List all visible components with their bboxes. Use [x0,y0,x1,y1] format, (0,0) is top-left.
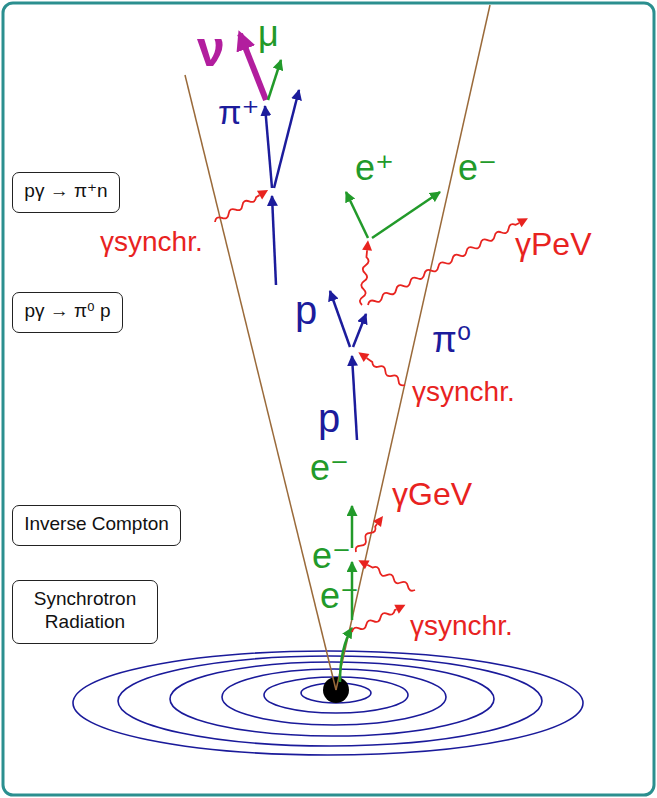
proton-arrow [272,196,276,285]
electron-label: e⁻ [320,578,359,614]
electron-label: e⁻ [312,538,351,574]
positron-arrow [346,192,368,238]
pion-arrow [265,106,272,188]
muon-arrow [268,60,281,100]
electron-arrow [372,192,440,238]
process-box: pγ → π⁰ p [12,292,123,333]
photon-label: γGeV [392,478,472,510]
pion-label: π⁺ [218,95,259,129]
electron-label: e⁻ [310,450,349,486]
photon-label: γsynchr. [410,612,513,640]
pion-arrow [353,314,366,347]
positron-label: e⁺ [355,150,394,186]
proton-arrow [330,291,350,347]
proton-arrow [352,356,357,440]
photon-label: γPeV [515,228,591,260]
frame [3,3,654,795]
muon-label: μ [258,16,279,52]
pion-label: π⁰ [432,322,471,358]
process-name: pγ → π⁰ p [24,300,110,323]
neutron-arrow [274,90,299,188]
electron-arrow [340,628,352,682]
process-name: Inverse Compton [24,513,169,536]
process-box: Synchrotron Radiation [12,580,158,644]
proton-label: p [295,290,317,330]
neutrino-label: ν [197,24,225,74]
process-name: Synchrotron Radiation [24,588,146,634]
process-name: pγ → π⁺n [24,180,107,203]
jet-cone [185,75,336,690]
electron-label: e⁻ [458,150,497,186]
photon-waves [212,186,530,637]
photon-label: γsynchr. [100,228,203,256]
proton-label: p [318,398,340,438]
process-box: pγ → π⁺n [12,172,120,213]
process-box: Inverse Compton [12,505,181,546]
photon-label: γsynchr. [412,378,515,406]
jet-cone [336,5,490,690]
electron-arrow [351,506,354,548]
accretion-disk [73,651,583,755]
